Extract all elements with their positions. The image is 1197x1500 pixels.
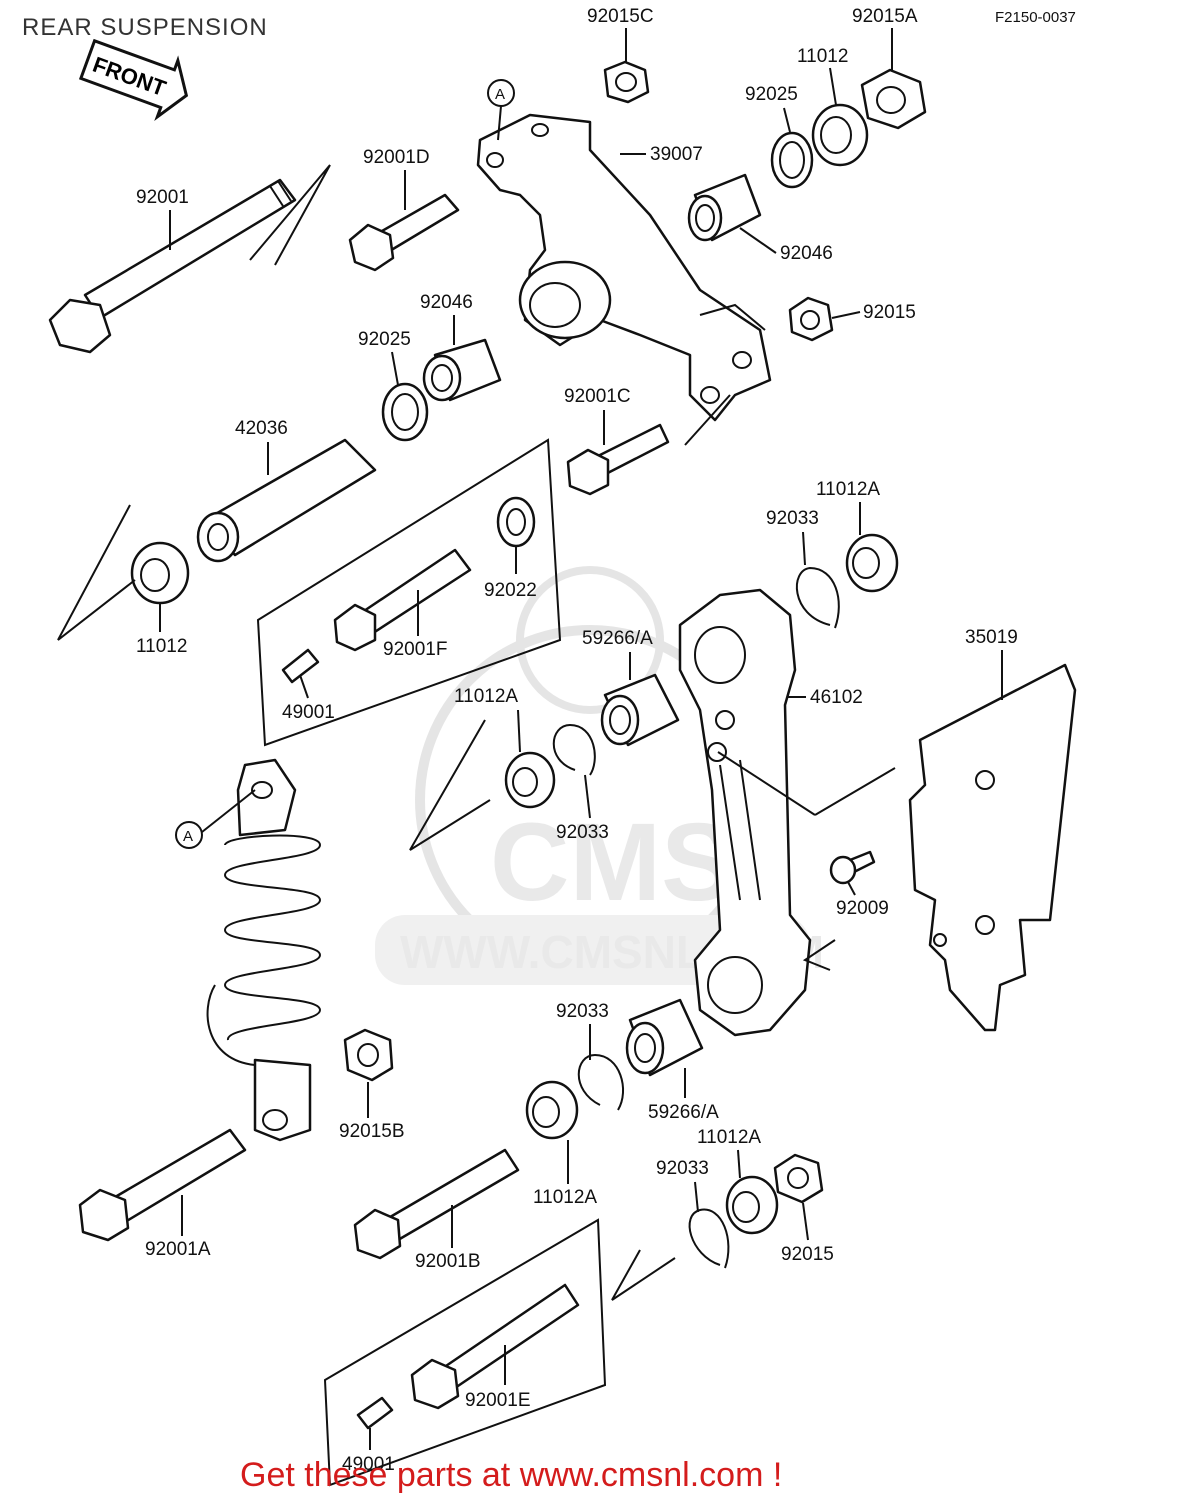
- direction-arrows: [57, 164, 836, 1301]
- part-label: 46102: [810, 687, 863, 708]
- ref-marker-a-shock: A: [175, 789, 256, 849]
- guard-35019: [717, 663, 1077, 1032]
- washer-92022: [496, 496, 536, 548]
- bearing-11012: [811, 103, 869, 167]
- inset-box-92001f: [256, 438, 562, 747]
- bearing-11012a-mid: [504, 751, 556, 809]
- bolt-92001b: [353, 1148, 520, 1260]
- tie-rod-46102: [678, 588, 812, 1037]
- part-label: 11012: [797, 46, 848, 67]
- part-label: 92015A: [852, 6, 918, 27]
- page-title: REAR SUSPENSION: [22, 14, 268, 41]
- seal-92025-top: [770, 131, 814, 189]
- nut-92015a: [860, 68, 927, 130]
- diagram-ref: F2150-0037: [995, 9, 1076, 26]
- part-label: 92001D: [363, 147, 430, 168]
- part-label: 92015B: [339, 1121, 405, 1142]
- part-label: 92033: [766, 508, 819, 529]
- circlip-92033-lower: [577, 1053, 625, 1111]
- part-label: 92046: [420, 292, 473, 313]
- bearing-11012-left: [130, 541, 190, 605]
- part-label: 92001: [136, 187, 189, 208]
- part-label: 49001: [282, 702, 335, 723]
- part-label: 92033: [556, 1001, 609, 1022]
- part-label: 92009: [836, 898, 889, 919]
- bush-59266a-lower: [625, 998, 704, 1077]
- ref-marker-a-top: A: [487, 79, 515, 141]
- part-label: 92015: [863, 302, 916, 323]
- part-label: 92025: [358, 329, 411, 350]
- part-label: 92015: [781, 1244, 834, 1265]
- circlip-92033-top-right: [796, 566, 840, 629]
- nut-92015-top: [788, 296, 834, 342]
- circlip-92033-bottom: [688, 1208, 730, 1269]
- screw-92009: [829, 850, 876, 885]
- bolt-92001a: [78, 1128, 247, 1242]
- collar-42036: [196, 438, 377, 563]
- part-label: 92022: [484, 580, 537, 601]
- part-label: 92001B: [415, 1251, 481, 1272]
- part-label: 35019: [965, 627, 1018, 648]
- svg-text:A: A: [183, 828, 193, 845]
- front-arrow-icon: FRONT: [78, 38, 189, 122]
- circlip-92033-upper: [552, 723, 596, 776]
- part-label: 92001A: [145, 1239, 211, 1260]
- part-label: 49001: [342, 1454, 395, 1475]
- part-label: 92033: [656, 1158, 709, 1179]
- needle-bearing-92046-left: [422, 338, 502, 402]
- inset-box-92001e: [323, 1218, 607, 1487]
- part-label: 59266/A: [648, 1102, 719, 1123]
- grease-nipple-49001-lower: [356, 1396, 394, 1430]
- shock-spring: [223, 834, 322, 1041]
- bolt-92001c: [566, 423, 670, 496]
- bolt-92001e: [410, 1283, 580, 1410]
- bearing-11012a-top-right: [845, 533, 899, 593]
- watermark-brand: CMS: [490, 801, 734, 924]
- bolt-92001d: [348, 193, 460, 272]
- bolt-92001f: [333, 548, 472, 652]
- footer-cta-link[interactable]: Get these parts at www.cmsnl.com !: [240, 1456, 783, 1494]
- part-label: 92025: [745, 84, 798, 105]
- part-label: 11012A: [454, 686, 518, 707]
- bolt-92001: [48, 178, 297, 354]
- part-label: 92001E: [465, 1390, 531, 1411]
- part-label: 92001F: [383, 639, 447, 660]
- part-label: 92001C: [564, 386, 631, 407]
- rocker-arm-39007: [476, 113, 772, 422]
- part-label: 59266/A: [582, 628, 653, 649]
- nut-92015b: [343, 1028, 394, 1082]
- part-label: 39007: [650, 144, 703, 165]
- part-label: 92015C: [587, 6, 654, 27]
- nut-92015c: [603, 60, 650, 104]
- part-labels: 92015C 92015A F2150-0037 11012 92025 390…: [136, 6, 1076, 1475]
- grease-nipple-49001: [281, 648, 320, 684]
- part-label: 11012: [136, 636, 187, 657]
- part-label: 11012A: [697, 1127, 761, 1148]
- seal-92025-left: [381, 382, 429, 442]
- nut-92015-bottom: [773, 1153, 824, 1204]
- part-label: 92046: [780, 243, 833, 264]
- shock-absorber: [206, 758, 322, 1142]
- bush-59266a-upper: [600, 673, 680, 747]
- part-label: 42036: [235, 418, 288, 439]
- part-label: 92033: [556, 822, 609, 843]
- needle-bearing-92046-top: [687, 173, 762, 242]
- part-label: 11012A: [533, 1187, 597, 1208]
- part-label: 11012A: [816, 479, 880, 500]
- bearing-11012a-bottom: [725, 1175, 779, 1235]
- bearing-11012a-lower: [525, 1080, 579, 1140]
- svg-text:A: A: [495, 86, 505, 103]
